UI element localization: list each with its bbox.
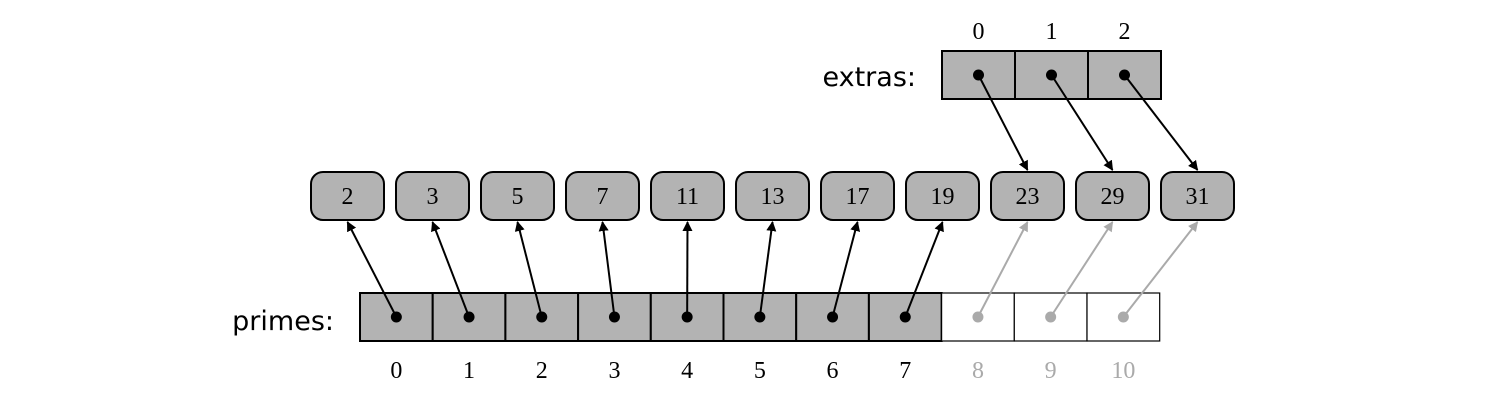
value-label: 2 — [342, 184, 354, 210]
primes-arrow-2 — [514, 221, 543, 318]
value-label: 23 — [1016, 184, 1040, 210]
extras-index: 2 — [1119, 19, 1131, 45]
primes-index: 5 — [754, 358, 766, 384]
value-label: 5 — [512, 184, 524, 210]
value-label: 29 — [1101, 184, 1125, 210]
extras-index: 1 — [1046, 19, 1058, 45]
value-box-10 — [1160, 171, 1235, 221]
primes-array: 0 1 2 3 4 5 6 7 8 9 10 — [359, 292, 1161, 384]
primes-arrow-5 — [758, 221, 777, 318]
primes-arrow-1 — [431, 221, 470, 318]
primes-index: 4 — [681, 358, 693, 384]
extras-arrow-2 — [1123, 74, 1199, 171]
value-label: 3 — [427, 184, 439, 210]
value-box-7 — [905, 171, 980, 221]
primes-arrow-3 — [598, 221, 616, 318]
value-box-4 — [650, 171, 725, 221]
value-label: 17 — [846, 184, 870, 210]
extras-index: 0 — [973, 19, 985, 45]
value-box-0 — [310, 171, 385, 221]
value-label: 31 — [1186, 184, 1210, 210]
value-label: 13 — [761, 184, 785, 210]
primes-index: 6 — [827, 358, 839, 384]
primes-index: 8 — [972, 358, 984, 384]
primes-index: 10 — [1111, 358, 1135, 384]
extras-label: extras: — [822, 62, 916, 93]
value-box-5 — [735, 171, 810, 221]
extras-array: 0 1 2 — [941, 19, 1162, 100]
value-box-8 — [990, 171, 1065, 221]
primes-arrow-9 — [1049, 221, 1114, 318]
extras-arrow-1 — [1050, 74, 1114, 171]
primes-arrow-8 — [977, 221, 1029, 318]
value-label: 11 — [676, 184, 699, 210]
primes-arrow-10 — [1122, 221, 1199, 318]
primes-index: 2 — [536, 358, 548, 384]
primes-arrow-7 — [904, 221, 944, 318]
value-box-9 — [1075, 171, 1150, 221]
primes-arrow-6 — [831, 221, 861, 318]
extras-arrow-0 — [977, 74, 1029, 171]
primes-index: 3 — [608, 358, 620, 384]
pointer-arrows — [346, 74, 1199, 318]
value-box-3 — [565, 171, 640, 221]
primes-index: 0 — [390, 358, 402, 384]
value-box-1 — [395, 171, 470, 221]
primes-index: 7 — [899, 358, 911, 384]
primes-label: primes: — [232, 306, 334, 337]
primes-index: 9 — [1045, 358, 1057, 384]
value-box-2 — [480, 171, 555, 221]
primes-arrow-0 — [346, 221, 398, 318]
value-label: 19 — [931, 184, 955, 210]
value-box-6 — [820, 171, 895, 221]
primes-index: 1 — [463, 358, 475, 384]
value-label: 7 — [597, 184, 609, 210]
